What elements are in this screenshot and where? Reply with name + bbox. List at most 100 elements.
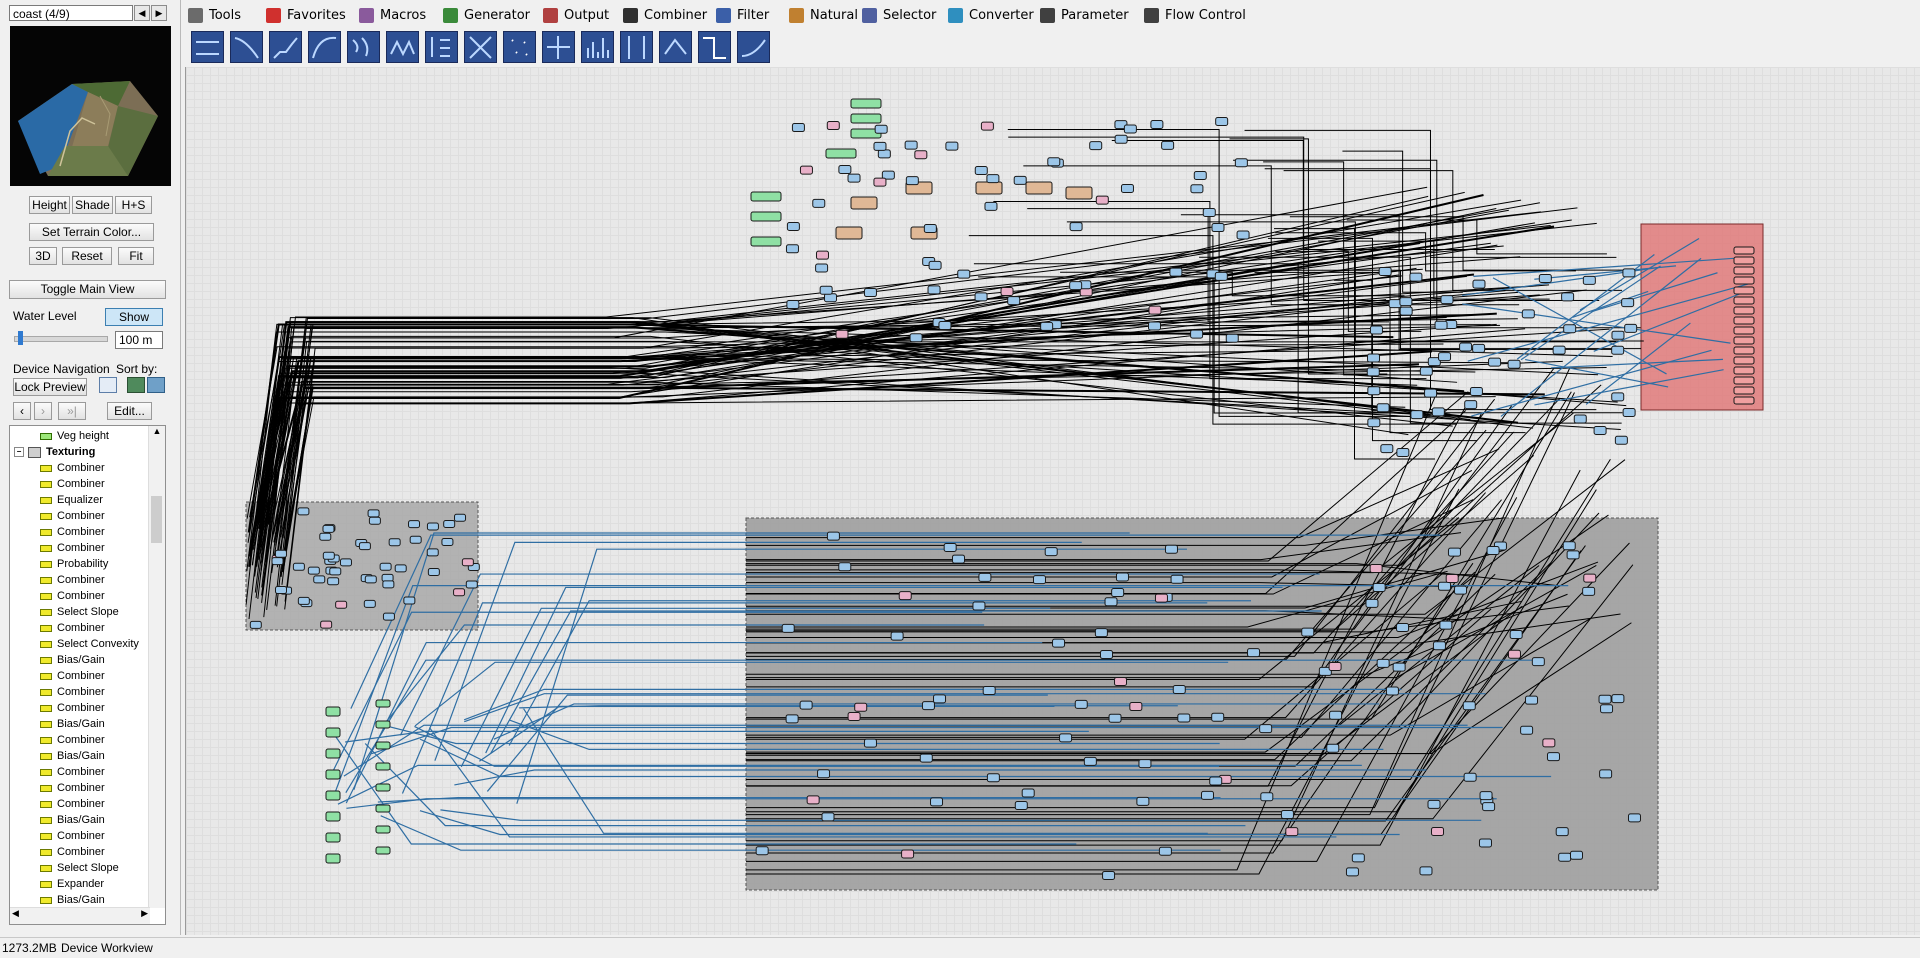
filter-node[interactable] — [465, 580, 478, 589]
filter-node[interactable] — [1622, 407, 1636, 417]
filter-node[interactable] — [1459, 342, 1473, 352]
filter-node[interactable] — [1014, 801, 1028, 811]
menu-selector[interactable]: Selector — [862, 5, 936, 27]
filter-node[interactable] — [984, 201, 998, 211]
filter-node[interactable] — [322, 524, 335, 533]
filter-node[interactable] — [1611, 330, 1625, 340]
generator-node[interactable] — [325, 853, 341, 864]
filter-node[interactable] — [874, 124, 888, 134]
filter-node[interactable] — [1563, 324, 1577, 334]
terrain-preview[interactable] — [10, 26, 171, 186]
menu-natural[interactable]: Natural — [789, 5, 858, 27]
filter-node[interactable] — [1032, 575, 1046, 585]
filter-node[interactable] — [1479, 791, 1493, 801]
sort-group-icon[interactable] — [147, 377, 165, 393]
filter-node[interactable] — [368, 516, 381, 525]
filter-node[interactable] — [1582, 275, 1596, 285]
generator-node[interactable] — [375, 846, 391, 855]
tree-item[interactable]: Bias/Gain — [40, 716, 105, 732]
previous-world-button[interactable]: ◀ — [134, 5, 150, 21]
3d-view-button[interactable]: 3D — [29, 247, 57, 265]
filter-node[interactable] — [1108, 713, 1122, 723]
filter-node[interactable] — [1123, 124, 1137, 134]
generator-node[interactable] — [325, 790, 341, 801]
filter-node[interactable] — [1214, 271, 1228, 281]
filter-node[interactable] — [1521, 309, 1535, 319]
output-node[interactable] — [1733, 256, 1755, 265]
tree-item-veg-height[interactable]: Veg height — [40, 428, 109, 444]
water-level-slider-thumb[interactable] — [18, 331, 23, 345]
filter-node[interactable] — [1150, 119, 1164, 129]
fit-view-button[interactable]: Fit — [118, 247, 154, 265]
filter-node[interactable] — [824, 293, 838, 303]
filter-node[interactable] — [1367, 353, 1381, 363]
output-node[interactable] — [1733, 296, 1755, 305]
filter-node[interactable] — [1259, 724, 1273, 734]
menu-tools[interactable]: Tools — [188, 5, 241, 27]
generator-node[interactable] — [375, 825, 391, 834]
filter-node[interactable] — [1345, 867, 1359, 877]
filter-node[interactable] — [1285, 827, 1299, 837]
generator-node[interactable] — [850, 98, 882, 109]
tree-item[interactable]: Combiner — [40, 476, 105, 492]
filter-node[interactable] — [1488, 357, 1502, 367]
filter-node[interactable] — [1438, 352, 1452, 362]
filter-node[interactable] — [1102, 870, 1116, 880]
filter-node[interactable] — [1190, 184, 1204, 194]
filter-node[interactable] — [461, 558, 474, 567]
filter-node[interactable] — [974, 292, 988, 302]
filter-node[interactable] — [1396, 623, 1410, 633]
filter-node[interactable] — [275, 586, 288, 595]
filter-node[interactable] — [1200, 790, 1214, 800]
nav-back-button[interactable]: ‹ — [13, 402, 31, 420]
smooth-tool-icon[interactable] — [737, 31, 770, 63]
filter-node[interactable] — [1000, 286, 1014, 296]
filter-node[interactable] — [847, 173, 861, 183]
natural-node[interactable] — [975, 181, 1003, 195]
generator-node[interactable] — [375, 804, 391, 813]
filter-node[interactable] — [1546, 752, 1560, 762]
filter-node[interactable] — [1542, 738, 1556, 748]
filter-node[interactable] — [1148, 321, 1162, 331]
filter-node[interactable] — [1478, 838, 1492, 848]
filter-node[interactable] — [409, 535, 422, 544]
filter-node[interactable] — [1447, 547, 1461, 557]
filter-node[interactable] — [1369, 564, 1383, 574]
filter-node[interactable] — [1573, 414, 1587, 424]
filter-node[interactable] — [1427, 799, 1441, 809]
filter-node[interactable] — [1472, 279, 1486, 289]
device-workview-canvas[interactable] — [185, 67, 1920, 935]
tree-item[interactable]: Combiner — [40, 828, 105, 844]
filter-node[interactable] — [339, 558, 352, 567]
scroll-up-arrow-icon[interactable]: ▲ — [152, 426, 162, 436]
filter-node[interactable] — [799, 165, 813, 175]
scroll-left-arrow-icon[interactable]: ◀ — [12, 908, 19, 918]
filter-node[interactable] — [1440, 295, 1454, 305]
generator-node[interactable] — [750, 211, 782, 222]
output-node[interactable] — [1733, 276, 1755, 285]
dots-tool-icon[interactable] — [503, 31, 536, 63]
filter-node[interactable] — [819, 285, 833, 295]
filter-node[interactable] — [904, 140, 918, 150]
tree-item[interactable]: Combiner — [40, 684, 105, 700]
filter-node[interactable] — [1531, 657, 1545, 667]
output-node[interactable] — [1733, 326, 1755, 335]
filter-node[interactable] — [1328, 662, 1342, 672]
tree-vertical-scrollbar[interactable]: ▲ — [148, 426, 165, 908]
filter-node[interactable] — [1074, 699, 1088, 709]
filter-node[interactable] — [1234, 158, 1248, 168]
filter-node[interactable] — [1538, 273, 1552, 283]
tree-item[interactable]: Combiner — [40, 732, 105, 748]
filter-node[interactable] — [1083, 756, 1097, 766]
scroll-thumb[interactable] — [151, 496, 162, 543]
filter-node[interactable] — [1329, 710, 1343, 720]
wave-tool-icon[interactable] — [347, 31, 380, 63]
filter-node[interactable] — [901, 849, 915, 859]
transform-tool-icon[interactable] — [542, 31, 575, 63]
filter-node[interactable] — [1177, 713, 1191, 723]
filter-node[interactable] — [1365, 598, 1379, 608]
filter-node[interactable] — [1211, 712, 1225, 722]
nav-forward-button[interactable]: › — [34, 402, 52, 420]
output-node[interactable] — [1733, 306, 1755, 315]
